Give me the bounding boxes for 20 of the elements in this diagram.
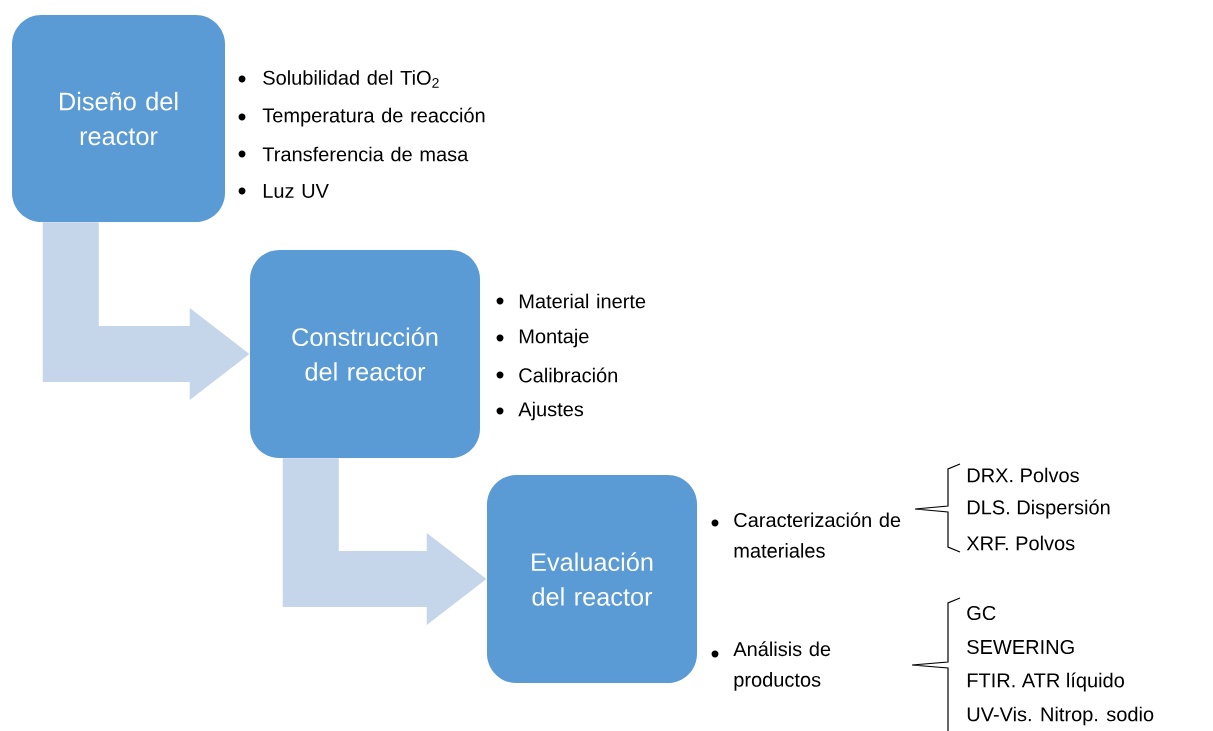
bullet-item: Transferencia de masa [238, 146, 469, 162]
item-text: XRF. Polvos [966, 535, 1075, 551]
process-box: Construcción del reactor [250, 250, 480, 458]
bullet-item: Material inerte [496, 293, 646, 309]
bullet-item: Calibración [496, 367, 617, 383]
item-text: DRX. Polvos [967, 467, 1079, 483]
item-text: SEWERING [967, 639, 1074, 655]
process-box: Diseño del reactor [12, 15, 225, 222]
bullet-item: Temperatura de reacción [238, 107, 485, 127]
bullet-item: Caracterización de materiales [711, 512, 901, 558]
process-box: Evaluación del reactor [487, 475, 697, 683]
item-text: UV-Vis. Nitrop. sodio [967, 706, 1154, 726]
item-text: FTIR. ATR líquido [967, 672, 1124, 692]
bullet-item: Ajustes [496, 401, 584, 421]
bullet-item: Solubilidad del TiO$_{2}$ [238, 70, 439, 88]
item-text: GC [967, 605, 996, 621]
bullet-item: Análisis de productos [711, 641, 831, 691]
bullet-item: Luz UV [238, 184, 329, 198]
bullet-item: Montaje [496, 328, 589, 348]
item-text: DLS. Dispersión [967, 499, 1110, 519]
